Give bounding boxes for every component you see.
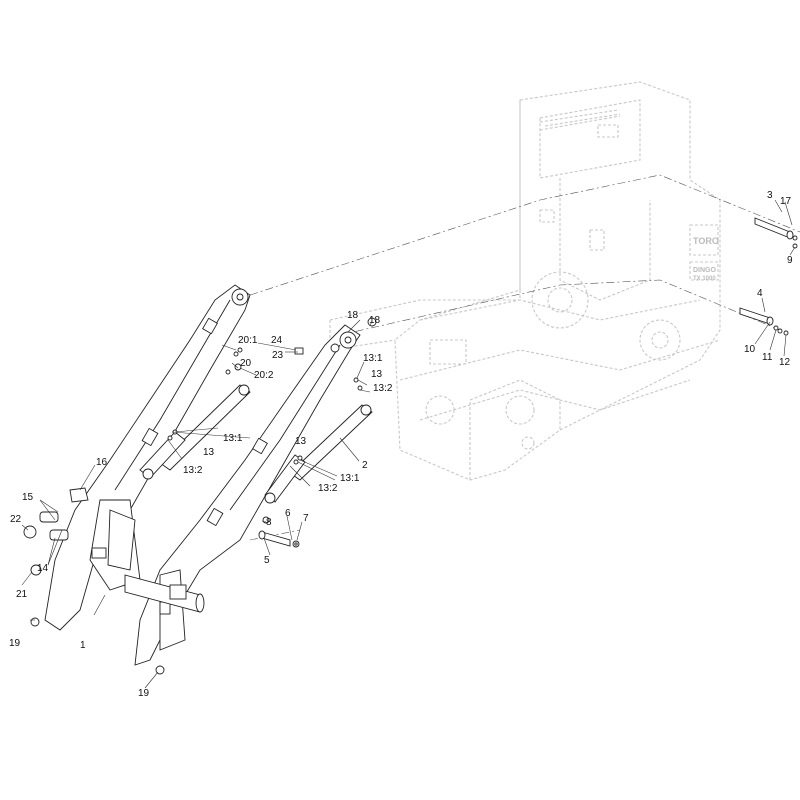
callout-23: 23 [272, 350, 284, 361]
lift-arm-right [134, 324, 361, 666]
callout-13-right: 13 [371, 369, 383, 380]
callout-13-left: 13 [203, 447, 215, 458]
callout-1: 1 [80, 640, 86, 651]
pivot-pin-upper [754, 217, 798, 249]
callout-8: 8 [266, 517, 272, 528]
callout-20-2: 20:2 [254, 370, 274, 381]
brand-text-model: TX 1000 [693, 276, 716, 282]
callout-20: 20 [240, 358, 252, 369]
brand-text-dingo: DINGO [693, 267, 717, 274]
callout-13-1-left: 13:1 [223, 433, 243, 444]
machine-frame-ghost [329, 81, 721, 481]
callout-2: 2 [362, 460, 368, 471]
lift-arm-left [44, 284, 251, 631]
callout-13-mid: 13 [295, 436, 307, 447]
callout-15: 15 [22, 492, 34, 503]
callout-10: 10 [744, 344, 756, 355]
callout-4: 4 [757, 288, 763, 299]
callout-9: 9 [787, 255, 793, 266]
callout-18-right: 18 [369, 315, 381, 326]
callout-11: 11 [762, 352, 773, 363]
callout-13-1-right: 13:1 [363, 353, 383, 364]
callout-13-2-mid: 13:2 [318, 483, 338, 494]
cross-tube [124, 574, 205, 613]
callout-22: 22 [10, 514, 22, 525]
callout-19-right: 19 [138, 688, 150, 699]
callout-17: 17 [780, 196, 792, 207]
callout-7: 7 [303, 513, 309, 524]
callout-14: 14 [37, 563, 49, 574]
brand-text-toro: TORO [693, 236, 719, 246]
pin-assembly-5 [258, 516, 300, 548]
callout-19-left: 19 [9, 638, 21, 649]
brand-plates: TORO DINGO TX 1000 [693, 236, 719, 282]
callout-6: 6 [285, 508, 291, 519]
callout-24: 24 [271, 335, 283, 346]
pivot-pin-lower [739, 307, 789, 336]
callout-20-1: 20:1 [238, 335, 258, 346]
callout-13-1-mid: 13:1 [340, 473, 360, 484]
lift-cylinder-left [139, 384, 251, 480]
callout-labels: 1 2 3 4 5 6 7 8 9 10 11 12 13 13 13 13:1… [9, 190, 793, 699]
callout-13-2-right: 13:2 [373, 383, 393, 394]
callout-16: 16 [96, 457, 108, 468]
assembly-centerlines [234, 174, 800, 541]
callout-13-2-left: 13:2 [183, 465, 203, 476]
callout-3: 3 [767, 190, 773, 201]
lift-cylinder-right [264, 404, 373, 504]
callout-18-left: 18 [347, 310, 359, 321]
callout-12: 12 [779, 357, 791, 368]
callout-5: 5 [264, 555, 270, 566]
callout-21: 21 [16, 589, 28, 600]
leader-lines [21, 199, 796, 689]
